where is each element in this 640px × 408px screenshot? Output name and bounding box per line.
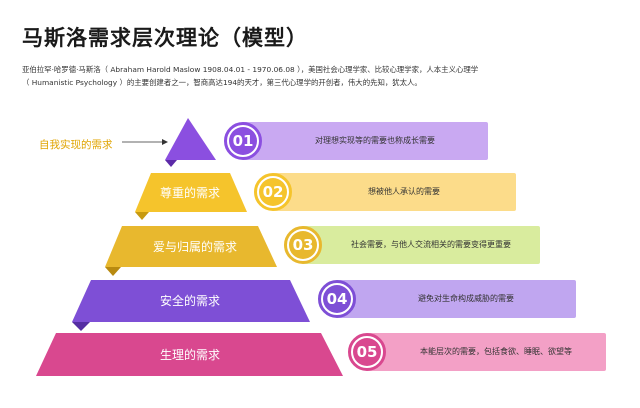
number-circle-4: 04 — [318, 280, 356, 318]
pyramid-layer-4 — [72, 280, 310, 322]
annotation-arrow-head — [162, 139, 168, 145]
pyramid-layer-4-fold — [72, 322, 90, 331]
desc-bar-3: 社会需要，与他人交流相关的需要变得更重要 — [302, 226, 540, 264]
number-circle-3: 03 — [284, 226, 322, 264]
pyramid-layer-1-fold — [165, 160, 177, 167]
desc-text-1: 对理想实现等的需要也称成长需要 — [315, 136, 435, 145]
desc-text-4: 避免对生命构成威胁的需要 — [418, 294, 514, 303]
number-2: 02 — [259, 178, 287, 206]
number-1: 01 — [229, 127, 257, 155]
layer-label-2: 尊重的需求 — [159, 186, 220, 200]
layer-label-3: 爱与归属的需求 — [152, 240, 237, 254]
pyramid-layer-1 — [165, 118, 216, 160]
pyramid-layer-2-fold — [135, 212, 149, 220]
intro-text: 亚伯拉罕·哈罗德·马斯洛（ Abraham Harold Maslow 1908… — [22, 64, 542, 89]
number-3: 03 — [289, 231, 317, 259]
intro-line-1: 亚伯拉罕·哈罗德·马斯洛（ Abraham Harold Maslow 1908… — [22, 65, 479, 74]
pyramid-layer-5 — [36, 333, 343, 376]
desc-text-2: 想被他人承认的需要 — [368, 187, 440, 196]
number-4: 04 — [323, 285, 351, 313]
desc-bar-2: 想被他人承认的需要 — [272, 173, 516, 211]
pyramid-layer-3 — [105, 226, 277, 267]
desc-text-3: 社会需要，与他人交流相关的需要变得更重要 — [351, 240, 511, 249]
pyramid-layer-2 — [135, 173, 247, 212]
number-circle-2: 02 — [254, 173, 292, 211]
page-title: 马斯洛需求层次理论（模型） — [22, 26, 308, 50]
number-circle-1: 01 — [224, 122, 262, 160]
desc-bar-4: 避免对生命构成威胁的需要 — [336, 280, 576, 318]
desc-text-5: 本能层次的需要，包括食欲、睡眠、欲望等 — [420, 347, 572, 356]
pyramid-layer-3-fold — [105, 267, 121, 276]
desc-bar-1: 对理想实现等的需要也称成长需要 — [242, 122, 488, 160]
desc-bar-5: 本能层次的需要，包括食欲、睡眠、欲望等 — [366, 333, 606, 371]
layer-label-5: 生理的需求 — [159, 348, 220, 362]
intro-line-2: （ Humanistic Psychology ）的主要创建者之一，智商高达19… — [22, 77, 422, 87]
number-5: 05 — [353, 338, 381, 366]
annotation-self-actualization: 自我实现的需求 — [39, 139, 113, 151]
layer-label-4: 安全的需求 — [159, 294, 220, 308]
number-circle-5: 05 — [348, 333, 386, 371]
